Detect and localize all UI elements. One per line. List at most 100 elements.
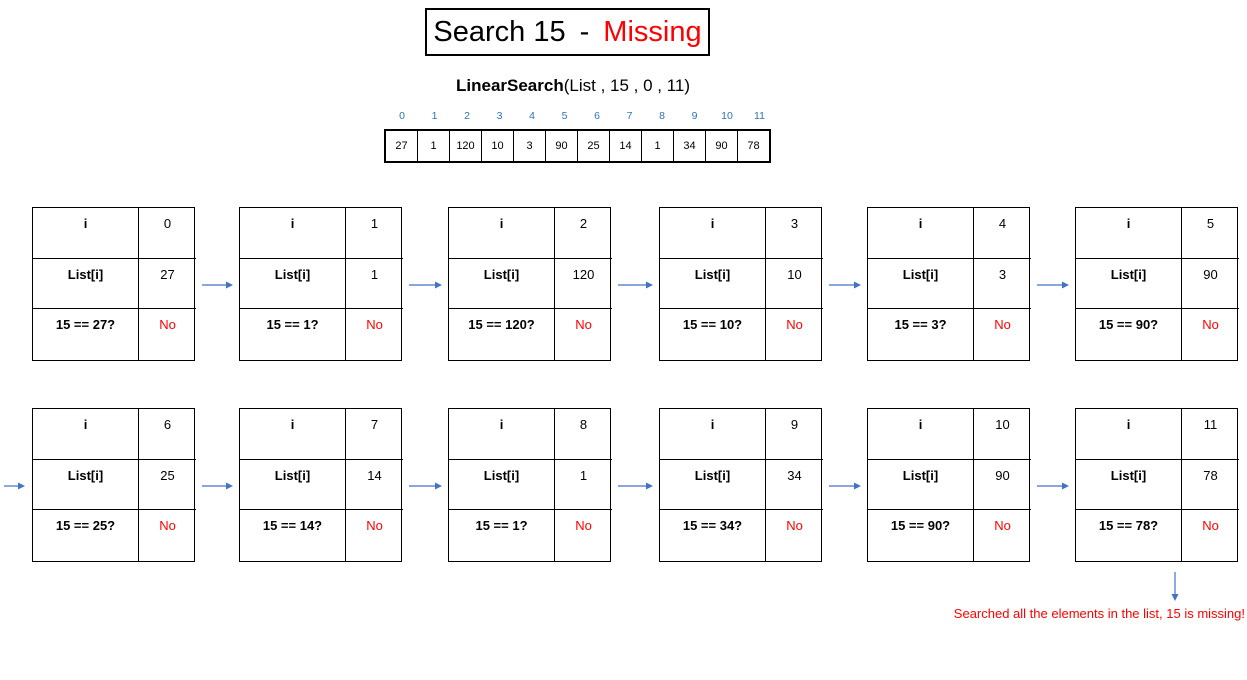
- array-cell: 120: [449, 129, 482, 163]
- step-list-label: List[i]: [33, 459, 139, 511]
- step-comparison: 15 == 90?: [868, 510, 974, 561]
- array-index: 10: [721, 110, 733, 122]
- step-list-label: List[i]: [1076, 258, 1182, 310]
- array-index: 7: [626, 110, 633, 122]
- step-list-label: List[i]: [1076, 459, 1182, 511]
- step-i-label: i: [240, 208, 346, 259]
- step-comparison: 15 == 120?: [449, 309, 555, 360]
- step-list-label: List[i]: [660, 459, 766, 511]
- array-cell: 1: [417, 129, 450, 163]
- array-index: 11: [754, 110, 765, 122]
- step-i-label: i: [449, 409, 555, 460]
- step-comparison: 15 == 3?: [868, 309, 974, 360]
- step-i-label: i: [660, 208, 766, 259]
- step-comparison: 15 == 1?: [449, 510, 555, 561]
- step-i-value: 6: [139, 409, 196, 460]
- step-list-value: 1: [346, 259, 403, 310]
- arrow: [4, 482, 25, 490]
- array-cell: 34: [673, 129, 706, 163]
- step-result: No: [159, 317, 176, 333]
- array-index: 8: [659, 110, 665, 122]
- step-list-label: List[i]: [33, 258, 139, 310]
- array-index: 0: [399, 110, 405, 122]
- title-separator: -: [579, 15, 590, 48]
- step-result: No: [994, 518, 1011, 534]
- step-i-value: 7: [346, 409, 403, 460]
- conclusion-text: Searched all the elements in the list, 1…: [953, 606, 1245, 621]
- arrow: [202, 482, 233, 490]
- title-prefix: Search 15: [433, 15, 566, 48]
- step-list-value: 120: [555, 259, 612, 310]
- array-index: 4: [529, 110, 535, 122]
- step-comparison: 15 == 78?: [1076, 510, 1182, 561]
- array-index: 3: [496, 110, 503, 122]
- step-list-label: List[i]: [660, 258, 766, 310]
- array-cell: 14: [609, 129, 642, 163]
- step-result: No: [159, 518, 176, 534]
- function-call: LinearSearch(List , 15 , 0 , 11): [456, 76, 690, 96]
- step-i-label: i: [868, 409, 974, 460]
- array-cell: 25: [577, 129, 610, 163]
- step-i-value: 11: [1182, 409, 1239, 460]
- step-list-value: 10: [766, 259, 823, 310]
- function-args: (List , 15 , 0 , 11): [563, 76, 691, 95]
- step-list-value: 90: [1182, 259, 1239, 310]
- step-i-value: 2: [555, 208, 612, 259]
- step-i-label: i: [240, 409, 346, 460]
- function-name: LinearSearch: [456, 76, 564, 95]
- step-comparison: 15 == 25?: [33, 510, 139, 561]
- step-list-label: List[i]: [240, 459, 346, 511]
- arrow: [202, 281, 233, 289]
- step-i-value: 10: [974, 409, 1031, 460]
- array-cell: 78: [737, 129, 771, 163]
- step-list-value: 90: [974, 460, 1031, 511]
- step-comparison: 15 == 10?: [660, 309, 766, 360]
- step-i-value: 9: [766, 409, 823, 460]
- step-comparison: 15 == 90?: [1076, 309, 1182, 360]
- step-list-value: 3: [974, 259, 1031, 310]
- step-result: No: [575, 518, 592, 534]
- step-list-value: 27: [139, 259, 196, 310]
- step-i-value: 0: [139, 208, 196, 259]
- array-index: 6: [594, 110, 600, 122]
- arrow: [618, 482, 653, 490]
- step-i-label: i: [660, 409, 766, 460]
- step-result: No: [366, 518, 383, 534]
- step-i-value: 1: [346, 208, 403, 259]
- step-comparison: 15 == 14?: [240, 510, 346, 561]
- array-cell: 27: [384, 129, 418, 163]
- step-comparison: 15 == 34?: [660, 510, 766, 561]
- step-list-value: 1: [555, 460, 612, 511]
- step-result: No: [1202, 518, 1219, 534]
- arrow: [1037, 281, 1069, 289]
- step-i-value: 5: [1182, 208, 1239, 259]
- title-status: Missing: [603, 15, 702, 48]
- array-index: 2: [464, 110, 470, 122]
- step-list-value: 25: [139, 460, 196, 511]
- step-list-label: List[i]: [868, 459, 974, 511]
- step-i-value: 3: [766, 208, 823, 259]
- step-list-label: List[i]: [868, 258, 974, 310]
- step-comparison: 15 == 27?: [33, 309, 139, 360]
- step-list-label: List[i]: [449, 459, 555, 511]
- step-list-label: List[i]: [449, 258, 555, 310]
- step-result: No: [786, 518, 803, 534]
- arrow: [829, 482, 861, 490]
- array-cell: 3: [513, 129, 546, 163]
- arrow: [1037, 482, 1069, 490]
- step-i-label: i: [1076, 409, 1182, 460]
- step-i-label: i: [33, 208, 139, 259]
- step-i-label: i: [1076, 208, 1182, 259]
- array-cell: 90: [705, 129, 738, 163]
- arrow: [618, 281, 653, 289]
